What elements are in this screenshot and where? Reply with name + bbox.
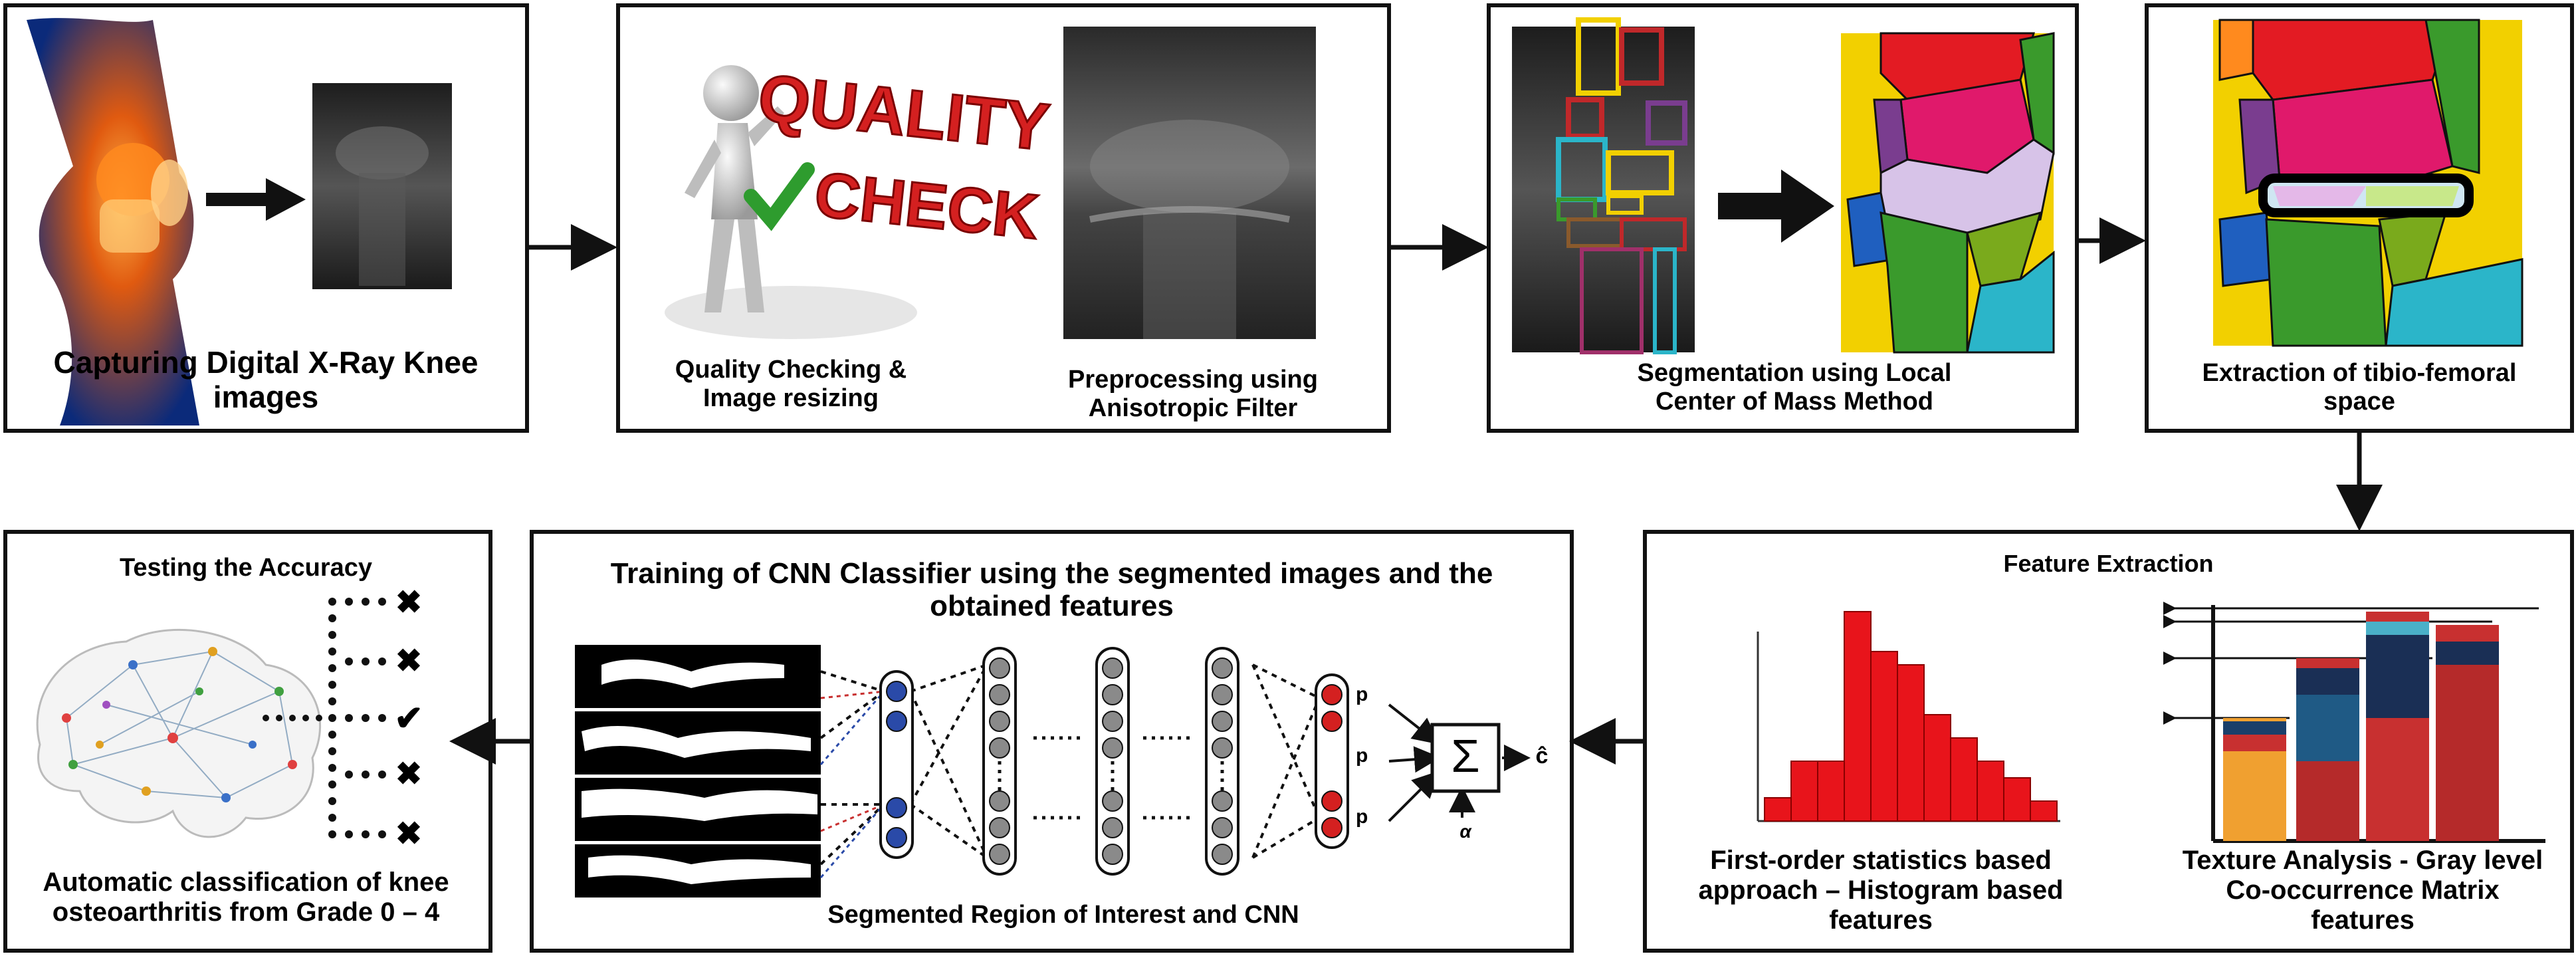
mark-1-icon: ✖ [395,585,423,620]
caption-quality: Quality Checking & Image resizing [635,356,947,412]
weight-symbol: α [1459,821,1471,842]
caption-capture-line2: images [213,379,319,414]
raw-xray-image [312,83,452,289]
caption-glcm-line3: features [2311,905,2415,935]
output-label-top: p [1356,683,1368,705]
caption-segmentation: Segmentation using Local Center of Mass … [1608,359,1981,416]
quality-check-figure: QUALITY CHECK [665,59,1054,339]
caption-testing-line2: osteoarthritis from Grade 0 – 4 [52,897,440,927]
testing-title: Testing the Accuracy [119,554,373,582]
caption-preprocess-line1: Preprocessing using [1068,366,1318,394]
box-quality-preprocess [616,3,1391,433]
histogram-chart [1757,611,2060,822]
caption-preprocess: Preprocessing using Anisotropic Filter [1027,366,1359,422]
caption-testing: Automatic classification of knee osteoar… [13,868,479,927]
feature-extraction-title: Feature Extraction [2003,550,2214,577]
caption-histogram-line2: approach – Histogram based [1698,875,2064,905]
caption-histogram-line1: First-order statistics based [1710,846,2052,875]
caption-capture-line1: Capturing Digital X-Ray Knee [53,345,479,380]
sum-symbol: Σ [1451,730,1480,782]
glcm-stacked-bars [2163,602,2545,843]
output-layer [1315,673,1349,849]
caption-glcm: Texture Analysis - Gray level Co-occurre… [2157,846,2569,935]
caption-quality-line2: Image resizing [703,384,879,412]
mark-5-icon: ✖ [395,816,423,852]
quality-badge-word1: QUALITY [755,60,1053,165]
arrow-xray-to-segments [1718,170,1834,243]
decision-tree-dots [263,598,386,838]
training-caption: Segmented Region of Interest and CNN [827,901,1299,929]
caption-histogram-line3: features [1829,905,1933,935]
output-label-mid: p [1356,745,1368,767]
preprocessed-xray-image [1063,27,1316,339]
box-capture [3,3,529,433]
segmented-roi-strips [575,645,821,897]
segmented-map [1841,32,2055,354]
output-label-bot: p [1356,806,1368,828]
arrow-knee-to-xray [206,178,306,221]
output-symbol: ĉ [1535,743,1549,769]
quality-badge-word2: CHECK [811,159,1042,253]
caption-tibio-femoral: Extraction of tibio-femoral space [2150,359,2569,416]
caption-preprocess-line2: Anisotropic Filter [1088,394,1298,422]
sum-node [1430,723,1501,793]
segmentation-xray [1512,17,1695,354]
knee-illustration [27,18,199,426]
caption-glcm-line1: Texture Analysis - Gray level [2182,846,2543,875]
mark-3-icon: ✔ [394,699,423,738]
mark-2-icon: ✖ [395,644,423,679]
caption-segmentation-line1: Segmentation using Local [1637,359,1952,387]
brain-network-icon [36,629,322,838]
caption-histogram: First-order statistics based approach – … [1688,846,2074,935]
training-title: Training of CNN Classifier using the seg… [545,557,1558,623]
caption-tibio-femoral-line2: space [2323,387,2395,416]
box-segmentation [1487,3,2079,433]
training-title-line2: obtained features [930,590,1174,623]
caption-tibio-femoral-line1: Extraction of tibio-femoral [2202,359,2517,387]
training-title-line1: Training of CNN Classifier using the seg… [610,557,1493,590]
tibio-femoral-map [2213,19,2523,347]
checkmark-icon [744,162,815,231]
caption-testing-line1: Automatic classification of knee [43,868,449,897]
caption-segmentation-line2: Center of Mass Method [1655,387,1934,416]
caption-quality-line1: Quality Checking & [675,356,907,384]
mark-4-icon: ✖ [395,757,423,792]
caption-capture: Capturing Digital X-Ray Knee images [13,345,518,414]
cnn-network [819,647,1531,878]
caption-glcm-line2: Co-occurrence Matrix [2226,875,2500,905]
